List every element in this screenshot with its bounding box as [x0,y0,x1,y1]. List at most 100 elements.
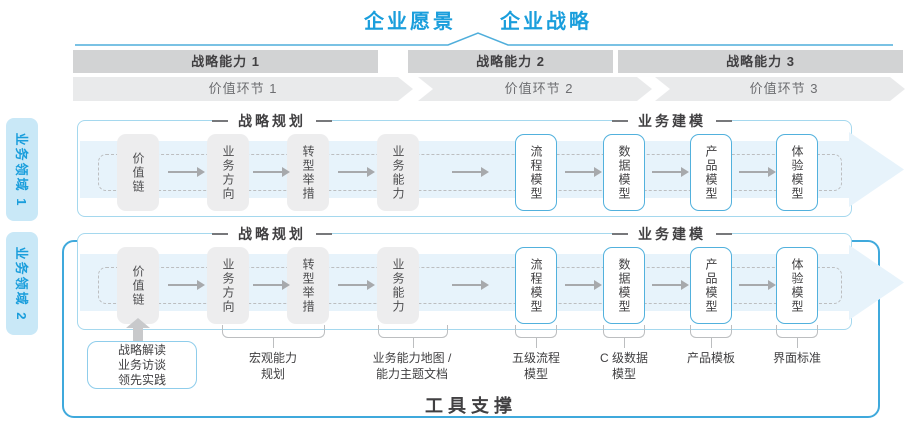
box-data-model-label: 数据模型 [617,257,631,314]
box-business-direction-label: 业务方向 [221,257,235,314]
deliverable-capability-map-docs: 业务能力地图 / 能力主题文档 [372,351,452,381]
box-transformation-initiatives-label: 转型举措 [301,144,315,201]
flow-arrow-icon [565,280,602,290]
box-data-model: 数据模型 [603,134,645,211]
brace-stem [273,338,274,348]
box-process-model: 流程模型 [515,134,557,211]
flow-arrow-icon [253,167,290,177]
domain-tab-1: 业务领域 1 [6,118,38,221]
value-link-chevron-3: 价值环节 3 [655,77,905,101]
box-product-model: 产品模型 [690,134,732,211]
box-value-chain-label: 价值链 [131,264,145,307]
strategy-inputs-box: 战略解读 业务访谈 领先实践 [87,341,197,389]
vision-title: 企业愿景 [364,11,456,33]
deliverable-ui-standard: 界面标准 [772,351,822,365]
box-product-model-label: 产品模型 [704,144,718,201]
flow-arrow-icon [168,280,205,290]
capability-bar-1: 战略能力 1 [73,50,378,73]
strategy-title: 企业战略 [500,11,592,33]
box-product-model: 产品模型 [690,247,732,324]
section-header-planning: 战略规划 [212,224,332,244]
section-header-modeling-label: 业务建模 [628,111,716,131]
flow-arrow-icon [452,280,489,290]
box-business-capability-label: 业务能力 [391,144,405,201]
box-experience-model: 体验模型 [776,134,818,211]
header-stub [316,120,332,122]
flow-arrow-icon [652,167,689,177]
box-business-capability: 业务能力 [377,247,419,324]
domain-1-panel: 战略规划 业务建模 价值链 业务方向 转型举措 业务能力 流程模型 数据模型 产… [77,111,852,217]
brace [222,325,325,338]
header-stub [716,233,732,235]
flow-arrow-icon [338,167,375,177]
section-header-planning: 战略规划 [212,111,332,131]
box-data-model: 数据模型 [603,247,645,324]
brace [515,325,557,338]
box-process-model: 流程模型 [515,247,557,324]
box-business-direction: 业务方向 [207,247,249,324]
box-data-model-label: 数据模型 [617,144,631,201]
section-header-modeling: 业务建模 [612,224,732,244]
flow-arrow-icon [253,280,290,290]
dashed-track [98,267,842,304]
domain-tab-2: 业务领域 2 [6,232,38,335]
brace [776,325,818,338]
deliverable-macro-capability-planning: 宏观能力 规划 [248,351,298,381]
box-value-chain: 价值链 [117,247,159,324]
domain-tab-2-label: 业务领域 2 [14,246,29,321]
flow-arrow-icon [168,167,205,177]
section-header-planning-label: 战略规划 [228,224,316,244]
box-business-direction: 业务方向 [207,134,249,211]
box-process-model-label: 流程模型 [529,144,543,201]
up-arrow-icon [126,318,150,328]
top-titles: 企业愿景 企业战略 [364,5,592,34]
box-experience-model: 体验模型 [776,247,818,324]
box-transformation-initiatives: 转型举措 [287,247,329,324]
header-stub [612,120,628,122]
capability-bar-2: 战略能力 2 [408,50,613,73]
box-process-model-label: 流程模型 [529,257,543,314]
brace [690,325,732,338]
deliverable-l5-process-model: 五级流程 模型 [511,351,561,381]
roof-line [75,32,893,46]
tool-support-label: 工具支撑 [425,396,517,416]
brace-stem [536,338,537,348]
flow-arrow-icon [338,280,375,290]
box-value-chain-label: 价值链 [131,151,145,194]
section-header-modeling-label: 业务建模 [628,224,716,244]
brace [603,325,645,338]
flow-arrow-icon [565,167,602,177]
flow-arrow-icon [739,167,776,177]
box-business-capability: 业务能力 [377,134,419,211]
domain-2-panel: 战略规划 业务建模 价值链 业务方向 转型举措 业务能力 流程模型 数据模型 产… [77,224,852,330]
domain-tab-1-label: 业务领域 1 [14,132,29,207]
value-link-chevron-2: 价值环节 2 [418,77,652,101]
brace-stem [711,338,712,348]
box-value-chain: 价值链 [117,134,159,211]
flow-arrow-icon [652,280,689,290]
flow-arrow-icon [452,167,489,177]
header-stub [716,120,732,122]
deliverable-product-template: 产品模板 [686,351,736,365]
dashed-track [98,154,842,191]
box-business-capability-label: 业务能力 [391,257,405,314]
value-link-chevron-1: 价值环节 1 [73,77,413,101]
brace-stem [797,338,798,348]
box-experience-model-label: 体验模型 [790,144,804,201]
deliverable-c-level-data-model: C 级数据 模型 [599,351,649,381]
box-transformation-initiatives: 转型举措 [287,134,329,211]
header-stub [612,233,628,235]
header-stub [212,120,228,122]
header-stub [212,233,228,235]
section-header-modeling: 业务建模 [612,111,732,131]
brace-stem [413,338,414,348]
brace [378,325,448,338]
up-arrow-shaft [133,327,143,342]
brace-stem [624,338,625,348]
box-transformation-initiatives-label: 转型举措 [301,257,315,314]
flow-arrow-icon [739,280,776,290]
header-stub [316,233,332,235]
capability-bar-3: 战略能力 3 [618,50,903,73]
box-product-model-label: 产品模型 [704,257,718,314]
